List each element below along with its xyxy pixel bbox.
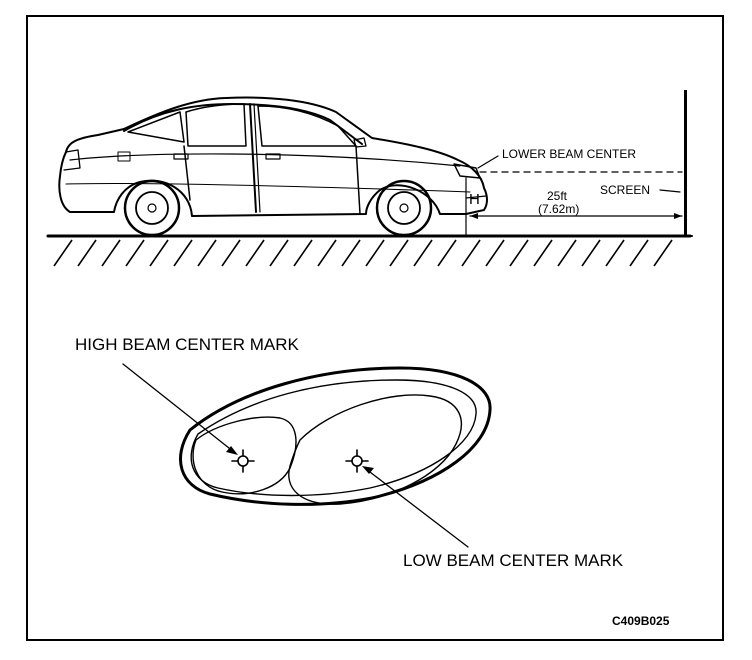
ground-hatch-line bbox=[413, 239, 433, 267]
height-label: H bbox=[469, 191, 480, 208]
high-beam-leader-arrow bbox=[122, 363, 238, 455]
ground-hatch-line bbox=[509, 239, 529, 267]
distance-dimension bbox=[469, 213, 683, 219]
ground-hatch-line bbox=[605, 239, 625, 267]
ground-hatch-line bbox=[173, 239, 193, 267]
ground-hatch-line bbox=[461, 239, 481, 267]
ground-hatch-line bbox=[125, 239, 145, 267]
ground-hatch-line bbox=[533, 239, 553, 267]
high-beam-center-label: HIGH BEAM CENTER MARK bbox=[75, 335, 300, 354]
figure-code: C409B025 bbox=[612, 614, 670, 628]
low-beam-leader-arrow bbox=[362, 466, 469, 548]
headlamp-assembly bbox=[179, 366, 492, 506]
ground-hatch-line bbox=[269, 239, 289, 267]
ground-hatch-line bbox=[581, 239, 601, 267]
ground-hatch-line bbox=[365, 239, 385, 267]
car-side-view bbox=[58, 96, 488, 237]
lower-beam-leader-line bbox=[477, 155, 499, 169]
ground-hatching bbox=[53, 239, 673, 267]
low-beam-center-mark bbox=[345, 449, 369, 473]
ground bbox=[46, 234, 692, 267]
screen-label: SCREEN bbox=[600, 183, 650, 197]
distance-feet-label: 25ft bbox=[547, 189, 568, 203]
ground-hatch-line bbox=[149, 239, 169, 267]
aiming-screen bbox=[679, 90, 693, 237]
ground-hatch-line bbox=[77, 239, 97, 267]
figure-frame bbox=[26, 15, 724, 641]
low-beam-center-label: LOW BEAM CENTER MARK bbox=[403, 551, 624, 570]
screen-leader-line bbox=[659, 189, 681, 193]
distance-meters-label: (7.62m) bbox=[538, 202, 579, 216]
ground-hatch-line bbox=[53, 239, 73, 267]
ground-hatch-line bbox=[245, 239, 265, 267]
ground-hatch-line bbox=[557, 239, 577, 267]
ground-hatch-line bbox=[437, 239, 457, 267]
ground-hatch-line bbox=[485, 239, 505, 267]
ground-hatch-line bbox=[221, 239, 241, 267]
ground-hatch-line bbox=[653, 239, 673, 267]
ground-hatch-line bbox=[101, 239, 121, 267]
ground-hatch-line bbox=[341, 239, 361, 267]
ground-hatch-line bbox=[629, 239, 649, 267]
ground-hatch-line bbox=[197, 239, 217, 267]
ground-hatch-line bbox=[293, 239, 313, 267]
ground-hatch-line bbox=[317, 239, 337, 267]
high-beam-center-mark bbox=[231, 449, 255, 473]
ground-hatch-line bbox=[389, 239, 409, 267]
lower-beam-center-label: LOWER BEAM CENTER bbox=[502, 147, 636, 161]
